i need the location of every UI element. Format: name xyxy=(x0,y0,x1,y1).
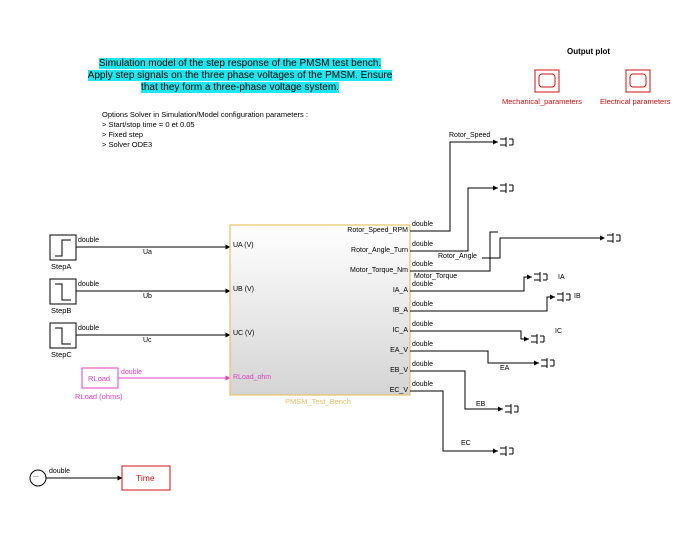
dtype-label: double xyxy=(78,281,100,288)
outport-motor-torque: Motor_Torque_Nm xyxy=(350,267,408,274)
step-block-a[interactable] xyxy=(49,234,77,261)
description-line-2: Apply step signals on the three phase vo… xyxy=(87,70,393,81)
signal-motor-torque: Motor_Torque xyxy=(414,273,458,280)
dtype-label: double xyxy=(412,341,434,348)
dtype-label: double xyxy=(412,381,434,388)
signal-uc-label: Uc xyxy=(143,337,152,344)
step-name-a: StepA xyxy=(51,262,72,271)
inport-rload: RLoad_ohm xyxy=(233,374,272,381)
signal-ib: IB xyxy=(574,293,581,300)
scope-mechanical-label: Mechanical_parameters xyxy=(502,97,583,106)
model-description: Simulation model of the step response of… xyxy=(60,58,420,94)
outport-ec: EC_V xyxy=(389,387,408,394)
signal-rotor-angle: Rotor_Angle xyxy=(438,253,477,260)
pmsm-subsystem-block[interactable] xyxy=(229,224,411,396)
dtype-label: double xyxy=(412,281,434,288)
inport-ua: UA (V) xyxy=(233,242,254,249)
time-block[interactable] xyxy=(121,465,171,491)
solver-option-item: > Fixed step xyxy=(102,130,144,139)
step-name-b: StepB xyxy=(51,306,72,315)
signal-rotor-speed: Rotor_Speed xyxy=(449,132,491,139)
outport-rotor-angle: Rotor_Angle_Turn xyxy=(351,247,408,254)
solver-option-item: > Start/stop time = 0 et 0.05 xyxy=(102,120,195,129)
outport-rotor-speed: Rotor_Speed_RPM xyxy=(347,227,408,234)
signal-ec: EC xyxy=(461,440,471,447)
clock-symbol: ... xyxy=(33,472,39,479)
description-line-1: Simulation model of the step response of… xyxy=(98,58,382,69)
step-name-c: StepC xyxy=(51,350,72,359)
signal-ea: EA xyxy=(500,365,510,372)
signal-ic: IC xyxy=(555,328,562,335)
dtype-label: double xyxy=(78,325,100,332)
rload-block-label: RLoad xyxy=(88,374,111,383)
dtype-label: double xyxy=(412,361,434,368)
rload-caption: RLoad (ohms) xyxy=(75,392,123,401)
dtype-label: double xyxy=(412,221,434,228)
solver-options-title: Options Solver in Simulation/Model confi… xyxy=(102,110,308,119)
outport-ic: IC_A xyxy=(392,327,408,334)
solver-options: Options Solver in Simulation/Model confi… xyxy=(102,110,308,150)
signal-ia: IA xyxy=(558,274,565,281)
description-line-3: that they form a three-phase voltage sys… xyxy=(141,82,339,93)
outport-ea: EA_V xyxy=(390,347,408,354)
scope-mechanical[interactable] xyxy=(534,69,560,93)
inport-uc: UC (V) xyxy=(233,330,255,337)
dtype-label: double xyxy=(412,301,434,308)
dtype-label: double xyxy=(78,237,100,244)
output-plot-title: Output plot xyxy=(567,47,611,56)
dtype-label: double xyxy=(412,321,434,328)
step-block-b[interactable] xyxy=(49,278,77,305)
clock-dtype: double xyxy=(49,468,71,475)
outport-eb: EB_V xyxy=(390,367,408,374)
output-lines xyxy=(410,141,600,452)
step-block-c[interactable] xyxy=(49,322,77,349)
dtype-label: double xyxy=(412,261,434,268)
outport-ia: IA_A xyxy=(392,287,408,294)
scope-electrical[interactable] xyxy=(625,69,651,93)
rload-dtype: double xyxy=(121,369,143,376)
dtype-label: double xyxy=(412,241,434,248)
solver-option-item: > Solver ODE3 xyxy=(102,140,153,149)
inport-ub: UB (V) xyxy=(233,286,254,293)
output-arrows xyxy=(493,139,605,454)
signal-ua-label: Ua xyxy=(143,249,152,256)
outport-ib: IB_A xyxy=(392,307,408,314)
signal-ub-label: Ub xyxy=(143,293,152,300)
goto-tags[interactable] xyxy=(500,137,621,456)
time-block-label: Time xyxy=(136,473,155,483)
subsystem-name: PMSM_Test_Bench xyxy=(285,397,351,406)
scope-electrical-label: Electrical parameters xyxy=(600,97,671,106)
signal-eb: EB xyxy=(476,401,486,408)
